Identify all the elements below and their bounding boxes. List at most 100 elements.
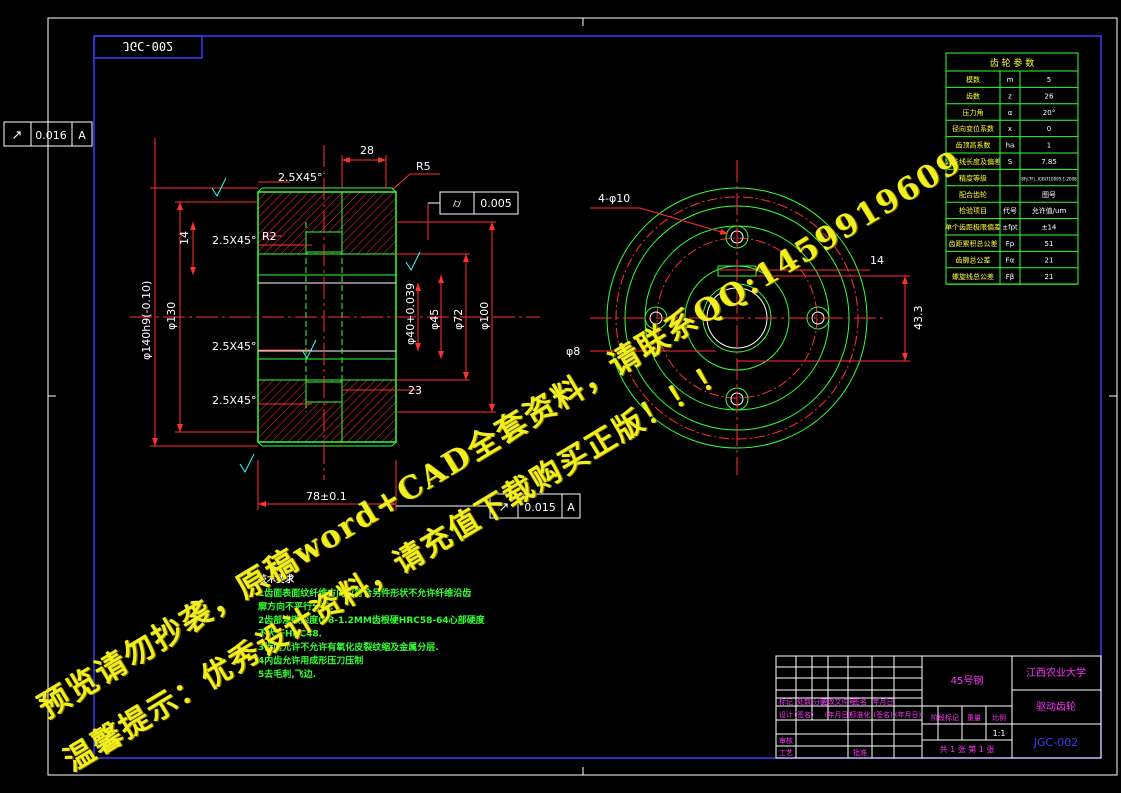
lbl-review: 审核 <box>779 736 793 745</box>
technical-requirements: 技术要求 1齿面表面纹纤维方向应符合另件形状不允许纤维沿齿廓方向不平行分布.2齿… <box>258 573 486 680</box>
sheets: 共 1 张 第 1 张 <box>940 744 995 754</box>
lbl-std: 标准化 <box>850 710 871 719</box>
param-name: 压力角 <box>963 108 984 117</box>
tech-req-line: 5去毛刺,飞边. <box>258 668 316 680</box>
dim-r5: R5 <box>416 160 431 173</box>
tech-req-title: 技术要求 <box>258 573 295 585</box>
dim-top-width: 28 <box>360 144 374 157</box>
runout-value: 0.015 <box>524 501 556 514</box>
tech-req-line: 廓方向不平行分布. <box>258 601 333 613</box>
param-symbol: Fβ <box>1006 273 1015 281</box>
param-value: ±14 <box>1042 224 1057 232</box>
param-name: 公法线长度及偏差 <box>945 157 1001 166</box>
param-name: 齿廓总公差 <box>956 255 991 264</box>
tech-req-line: 2齿部渗碳深度0.8-1.2MM齿根硬HRC58-64心部硬度 <box>258 614 486 626</box>
dim-23: 23 <box>408 384 422 397</box>
param-value: 20° <box>1043 109 1055 117</box>
param-symbol: ±fpt <box>1002 224 1018 232</box>
dim-holes: 4-φ10 <box>598 192 630 205</box>
left-dimensions <box>150 138 496 510</box>
param-name: 配合齿轮 <box>959 190 987 199</box>
param-symbol: ha <box>1006 142 1015 150</box>
dim-chamfer-2: 2.5X45° <box>212 234 257 247</box>
param-name: 检验项目 <box>959 206 987 215</box>
runout-symbol: ↗ <box>12 128 23 143</box>
lbl-process: 工艺 <box>779 749 793 757</box>
scale: 1:1 <box>993 729 1006 738</box>
param-symbol: z <box>1008 92 1012 100</box>
dim-dia-40: φ40+0.039 <box>404 283 417 345</box>
datum-label: A <box>78 129 86 142</box>
lbl-sign: 签名 <box>853 697 867 706</box>
lbl-weight: 重量 <box>967 714 981 722</box>
param-value: 1 <box>1047 142 1051 150</box>
lbl-design: 设计 <box>779 710 793 719</box>
param-symbol: x <box>1008 125 1012 133</box>
param-name: 螺旋线总公差 <box>952 272 994 281</box>
mirrored-drawing-number: JGC-002 <box>123 39 174 53</box>
lbl-zone: 分区 <box>813 697 827 706</box>
param-symbol: α <box>1008 109 1013 117</box>
param-value: 0 <box>1047 125 1051 133</box>
param-value: 允许值/um <box>1032 206 1067 215</box>
mirrored-number-box: JGC-002 <box>93 35 203 59</box>
lbl-sign2: (签名) <box>794 710 814 719</box>
title-block <box>775 655 1102 759</box>
right-end-view <box>590 160 910 475</box>
param-value: 21 <box>1045 256 1054 264</box>
tolerance-value: 0.016 <box>35 129 67 142</box>
title-block-texts: 45号钢 江西农业大学 驱动齿轮 JGC-002 1:1 共 1 张 第 1 张… <box>779 666 1086 757</box>
param-value: 7.85 <box>1041 158 1057 166</box>
frame-ticks <box>48 18 1117 775</box>
lbl-stage: 阶段标记 <box>931 713 959 722</box>
dim-dia-130: φ130 <box>165 302 178 330</box>
dim-outer-dia: φ140h9(-0.10) <box>140 281 153 360</box>
param-symbol: S <box>1008 158 1013 166</box>
right-dimension-texts: 4-φ10 14 43.3 φ8 <box>566 192 925 358</box>
param-symbol: m <box>1007 76 1014 84</box>
dim-dia-100: φ100 <box>478 302 491 330</box>
left-dimension-texts: 28 R5 2.5X45° 2.5X45° R2 2.5X45° 2.5X45°… <box>140 144 491 503</box>
param-name: 径向变位系数 <box>952 124 994 133</box>
param-name: 齿数 <box>966 91 980 100</box>
param-symbol: 代号 <box>1003 206 1017 215</box>
lbl-date3: (年月日) <box>895 710 922 719</box>
tech-req-line: 不大于HRC48. <box>258 628 322 640</box>
param-value: 5 <box>1047 76 1051 84</box>
dim-r2: R2 <box>262 230 277 243</box>
cylindricity-frame: ⌭ 0.005 <box>427 191 519 240</box>
param-value: 21 <box>1045 273 1054 281</box>
inner-frame <box>93 35 1102 759</box>
lbl-date: 年月日 <box>873 697 894 706</box>
runout-frame: ↗ 0.015 A <box>396 493 581 519</box>
roughness-symbols <box>211 177 421 474</box>
param-name: 模数 <box>966 75 980 84</box>
runout-datum: A <box>567 501 575 514</box>
param-name: 齿距累积总公差 <box>949 239 998 248</box>
dim-right-14: 14 <box>870 254 884 267</box>
title-drawing-no: JGC-002 <box>1033 736 1078 749</box>
cylindricity-symbol: ⌭ <box>453 196 462 210</box>
corner-tolerance-frame: ↗ 0.016 A <box>3 121 93 147</box>
school: 江西农业大学 <box>1026 666 1086 679</box>
cylindricity-value: 0.005 <box>480 197 512 210</box>
dim-phi8: φ8 <box>566 345 580 358</box>
lbl-change-doc: 更改文件号 <box>821 697 856 706</box>
param-table-title: 齿 轮 参 数 <box>990 57 1035 69</box>
param-value: 图号 <box>1042 191 1056 199</box>
param-symbol: Fα <box>1006 256 1015 264</box>
dim-43-3: 43.3 <box>912 306 925 331</box>
dim-dia-72: φ72 <box>452 309 465 330</box>
dim-width-78: 78±0.1 <box>306 490 347 503</box>
param-symbol: Fp <box>1006 240 1015 248</box>
param-value: 26 <box>1045 92 1054 100</box>
dim-14: 14 <box>178 231 191 245</box>
dim-chamfer-4: 2.5X45° <box>212 394 257 407</box>
runout-symbol-2: ↗ <box>499 500 510 515</box>
part-name: 驱动齿轮 <box>1036 700 1076 713</box>
lbl-count: 处数 <box>797 697 811 706</box>
tech-req-line: 4内齿允许用成形压刀压制 <box>258 655 363 667</box>
lbl-date2: (年月日) <box>825 710 852 719</box>
tech-req-line: 3齿面允许不允许有氧化皮裂纹缩及金属分层. <box>258 641 439 653</box>
